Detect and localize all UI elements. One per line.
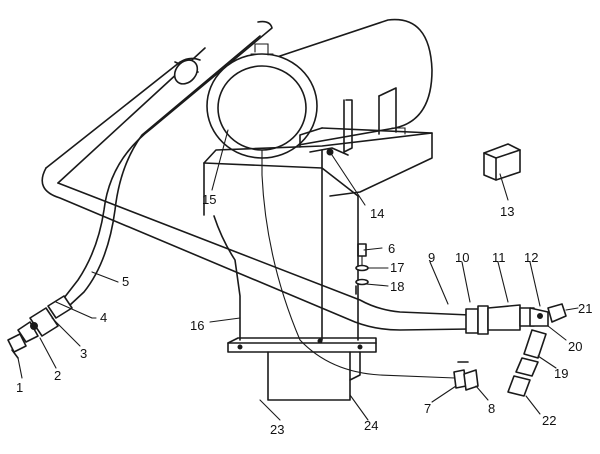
label-1: 1 (16, 380, 23, 395)
small-box-13 (483, 143, 521, 181)
drain-hose-assembly (507, 329, 547, 397)
cylindrical-tank (206, 18, 433, 159)
label-21: 21 (578, 301, 592, 316)
callout-labels: 1 2 3 4 5 6 7 8 9 10 11 12 13 14 15 16 1… (16, 192, 592, 437)
valve-bracket-14 (309, 147, 366, 206)
label-3: 3 (80, 346, 87, 361)
label-11: 11 (492, 250, 506, 265)
label-18: 18 (390, 279, 404, 294)
column-body (203, 149, 359, 341)
right-fittings (465, 303, 567, 335)
label-19: 19 (554, 366, 568, 381)
support-frame (203, 87, 433, 197)
label-16: 16 (190, 318, 204, 333)
label-5: 5 (122, 274, 129, 289)
label-4: 4 (100, 310, 107, 325)
label-13: 13 (500, 204, 514, 219)
label-15: 15 (202, 192, 216, 207)
label-8: 8 (488, 401, 495, 416)
label-12: 12 (524, 250, 538, 265)
main-pipe-9 (41, 47, 471, 331)
label-2: 2 (54, 368, 61, 383)
pipe-5 (63, 20, 273, 306)
base-plate (227, 337, 377, 401)
label-20: 20 (568, 339, 582, 354)
label-14: 14 (370, 206, 384, 221)
label-23: 23 (270, 422, 284, 437)
label-24: 24 (364, 418, 378, 433)
label-7: 7 (424, 401, 431, 416)
label-6: 6 (388, 241, 395, 256)
label-17: 17 (390, 260, 404, 275)
label-9: 9 (428, 250, 435, 265)
leader-lines (17, 129, 579, 421)
label-22: 22 (542, 413, 556, 428)
left-valve-assembly (7, 295, 93, 359)
label-10: 10 (455, 250, 469, 265)
sensor-line (261, 149, 479, 391)
